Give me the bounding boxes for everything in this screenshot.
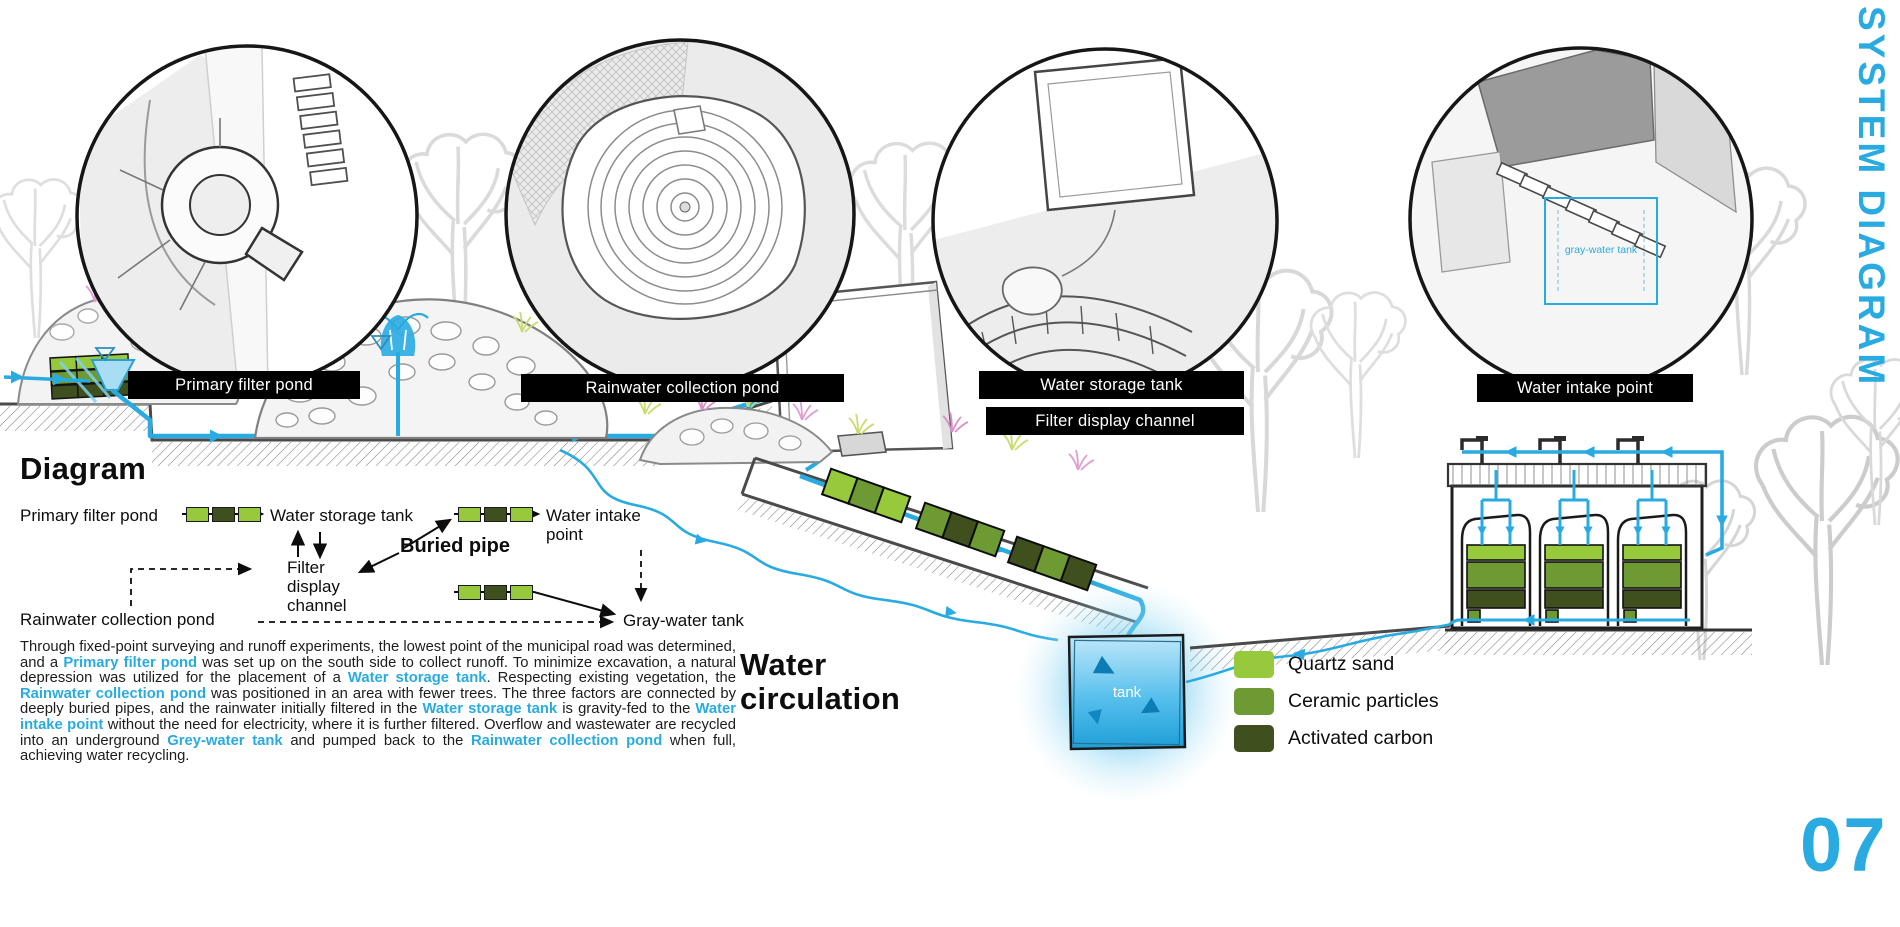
- legend: Quartz sand Ceramic particles Activated …: [1234, 650, 1439, 761]
- filter-block: [510, 585, 533, 600]
- gray-water-tank-annotation: gray-water tank: [1564, 244, 1638, 256]
- description-highlight: Primary filter pond: [63, 654, 198, 671]
- description-highlight: Water storage tank: [347, 670, 487, 687]
- water-circulation-heading: Water circulation: [740, 647, 901, 716]
- description-text: and pumped back to the: [282, 732, 471, 749]
- callout-label-filter-display-channel: Filter display channel: [986, 407, 1244, 435]
- callout-rainwater-collection-pond: [504, 38, 856, 390]
- legend-label-activated-carbon: Activated carbon: [1288, 726, 1434, 749]
- legend-swatch-quartz-sand: [1234, 650, 1274, 678]
- stream-illustration: [559, 448, 1059, 642]
- description-highlight: Water intake point: [20, 701, 736, 733]
- callout-label-water-storage-tank: Water storage tank: [979, 371, 1244, 399]
- water-storage-tank-illustration: [772, 280, 954, 472]
- description-text: without the need for electricity, where …: [20, 716, 737, 749]
- callout-water-intake-point: [1408, 46, 1754, 392]
- flow-node-rainwater-collection-pond: Rainwater collection pond: [20, 610, 215, 629]
- description-highlight: Rainwater collection pond: [470, 732, 663, 749]
- legend-label-quartz-sand: Quartz sand: [1288, 652, 1395, 675]
- description-text: was positioned in an area with fewer tre…: [20, 685, 736, 718]
- description-text: when full, achieving water recycling.: [20, 732, 736, 765]
- callout-label-primary-filter-pond: Primary filter pond: [128, 371, 360, 399]
- flow-node-primary-filter-pond: Primary filter pond: [20, 506, 158, 525]
- description-highlight: Rainwater collection pond: [20, 685, 207, 702]
- filter-channel-mound: [638, 406, 834, 466]
- flow-node-buried-pipe: Buried pipe: [400, 535, 511, 557]
- page-side-title: SYSTEM DIAGRAM: [1851, 6, 1892, 388]
- page-number: 07: [1800, 803, 1887, 888]
- diagram-heading: Diagram: [20, 451, 147, 486]
- filter-block: [484, 507, 507, 522]
- callout-label-water-intake-point: Water intake point: [1477, 374, 1693, 402]
- filter-block: [238, 507, 261, 522]
- flow-node-filter-display-channel: Filter display channel: [287, 558, 347, 615]
- flow-node-gray-water-tank: Gray-water tank: [623, 611, 744, 630]
- description-highlight: Water storage tank: [422, 701, 558, 718]
- flow-node-water-intake-point: Water intake point: [546, 506, 641, 544]
- filter-media-blocks-3: [458, 585, 533, 600]
- filter-media-blocks-1: [186, 507, 261, 522]
- legend-swatch-activated-carbon: [1234, 724, 1274, 752]
- legend-label-ceramic-particles: Ceramic particles: [1288, 689, 1439, 712]
- overflow-pipe-illustration: [1185, 622, 1453, 684]
- filter-block: [458, 585, 481, 600]
- filter-media-blocks-2: [458, 507, 533, 522]
- description-text: Through fixed-point surveying and runoff…: [20, 639, 736, 671]
- water-intake-structure-illustration: [1445, 436, 1752, 655]
- tank-label: tank: [1112, 684, 1142, 701]
- filter-block: [484, 585, 507, 600]
- filter-block: [510, 507, 533, 522]
- description-text: . Respecting existing vegetation, the: [486, 670, 736, 687]
- description-text: was set up on the south side to collect …: [20, 654, 737, 687]
- description-highlight: Grey-water tank: [167, 732, 283, 749]
- filter-block: [186, 507, 209, 522]
- legend-item-activated-carbon: Activated carbon: [1234, 724, 1439, 752]
- filter-display-channel-illustration: [738, 456, 1149, 638]
- callout-primary-filter-pond: [75, 44, 419, 388]
- callout-water-storage-tank: [931, 47, 1279, 395]
- legend-swatch-ceramic-particles: [1234, 687, 1274, 715]
- description-text: is gravity-fed to the: [557, 701, 696, 718]
- filter-block: [458, 507, 481, 522]
- flow-node-water-storage-tank: Water storage tank: [270, 506, 413, 525]
- legend-item-ceramic-particles: Ceramic particles: [1234, 687, 1439, 715]
- filter-block: [212, 507, 235, 522]
- callout-label-rainwater-collection-pond: Rainwater collection pond: [521, 374, 844, 402]
- description-paragraph: Through fixed-point surveying and runoff…: [20, 639, 737, 765]
- legend-item-quartz-sand: Quartz sand: [1234, 650, 1439, 678]
